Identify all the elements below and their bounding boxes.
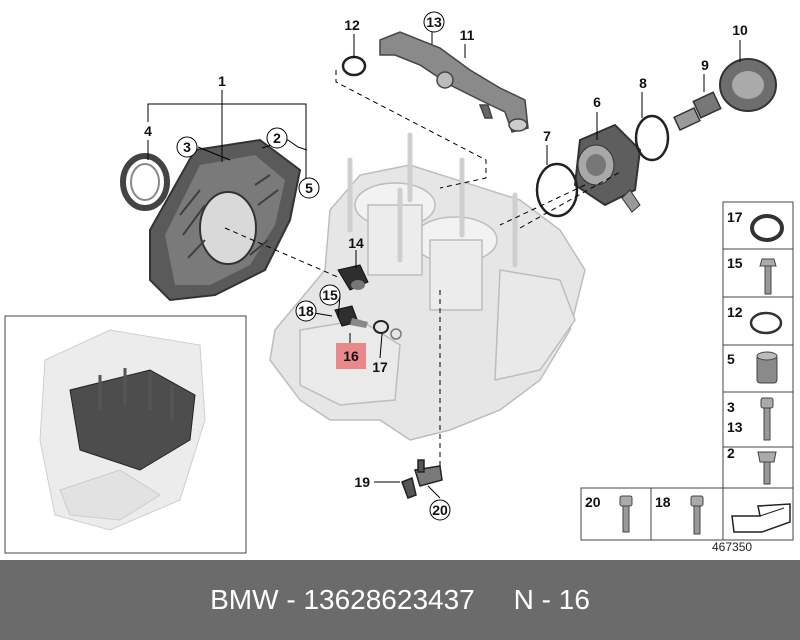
ring-icon <box>749 311 783 335</box>
brand-name: BMW <box>210 584 279 615</box>
callout-12: 12 <box>344 17 360 33</box>
gasket-ring-part <box>634 114 670 162</box>
parts-legend: 17 15 12 5 3 13 2 20 18 <box>580 201 794 541</box>
legend-label-12: 12 <box>727 304 743 320</box>
seal-ring-part <box>120 153 170 211</box>
document-number: 467350 <box>712 540 753 554</box>
inset-overview <box>4 315 247 554</box>
separator: - <box>278 584 304 615</box>
callout-labels: 1 4 3 2 5 12 13 11 6 7 8 9 10 14 15 18 1… <box>144 11 748 521</box>
sleeve-icon <box>756 351 778 384</box>
gasket-ring-part <box>535 162 579 218</box>
screw-icon <box>690 495 704 535</box>
engine-block-illustration <box>269 164 586 441</box>
shim-arrow-icon <box>731 503 791 533</box>
callout-1: 1 <box>218 73 226 89</box>
casing-cover-part <box>149 138 302 302</box>
callout-20: 20 <box>432 502 448 518</box>
sealing-ring-part <box>373 320 389 334</box>
legend-label-13: 13 <box>727 419 743 435</box>
legend-label-17: 17 <box>727 209 743 225</box>
bracket-part <box>401 459 443 499</box>
legend-label-5: 5 <box>727 351 735 367</box>
ring-icon <box>750 214 784 242</box>
housing-cover-part <box>719 58 777 112</box>
callout-16-highlighted: 16 <box>343 348 359 364</box>
callout-8: 8 <box>639 75 647 91</box>
bolt-icon <box>759 258 777 295</box>
position-number: N - 16 <box>513 584 590 615</box>
temperature-sensor-part <box>334 305 368 328</box>
sensor-plug-part <box>337 264 369 291</box>
callout-14: 14 <box>348 235 364 251</box>
parts-diagram: 1 4 3 2 5 12 13 11 6 7 8 9 10 14 15 18 1… <box>4 11 794 554</box>
sealing-ring-part <box>390 328 402 340</box>
callout-3: 3 <box>183 139 191 155</box>
coolant-pipe-part <box>379 31 529 133</box>
o-ring-part <box>341 55 367 77</box>
callout-5: 5 <box>305 180 313 196</box>
callout-2: 2 <box>273 130 281 146</box>
spacer <box>475 584 514 616</box>
callout-18: 18 <box>298 303 314 319</box>
legend-label-3: 3 <box>727 399 735 415</box>
oil-cooler-part <box>573 123 642 213</box>
callout-6: 6 <box>593 94 601 110</box>
callout-7: 7 <box>543 128 551 144</box>
callout-13: 13 <box>426 14 442 30</box>
callout-10: 10 <box>732 22 748 38</box>
highlight-box <box>336 343 366 369</box>
callout-19: 19 <box>354 474 370 490</box>
callout-11: 11 <box>460 27 475 43</box>
legend-label-15: 15 <box>727 255 743 271</box>
legend-label-2: 2 <box>727 445 735 461</box>
dashed-guide-lines <box>224 70 621 470</box>
thermostat-valve-part <box>673 91 722 131</box>
part-number: 13628623437 <box>303 584 475 615</box>
screw-icon <box>619 495 633 533</box>
callout-4: 4 <box>144 123 152 139</box>
callout-9: 9 <box>701 57 709 73</box>
part-number-footer: BMW - 13628623437 N - 16 <box>0 560 800 640</box>
head-studs <box>347 132 518 268</box>
legend-label-20: 20 <box>585 494 601 510</box>
callout-17: 17 <box>372 359 388 375</box>
screw-icon <box>760 397 774 441</box>
callout-15: 15 <box>322 287 338 303</box>
screw-icon <box>757 451 777 485</box>
legend-label-18: 18 <box>655 494 671 510</box>
